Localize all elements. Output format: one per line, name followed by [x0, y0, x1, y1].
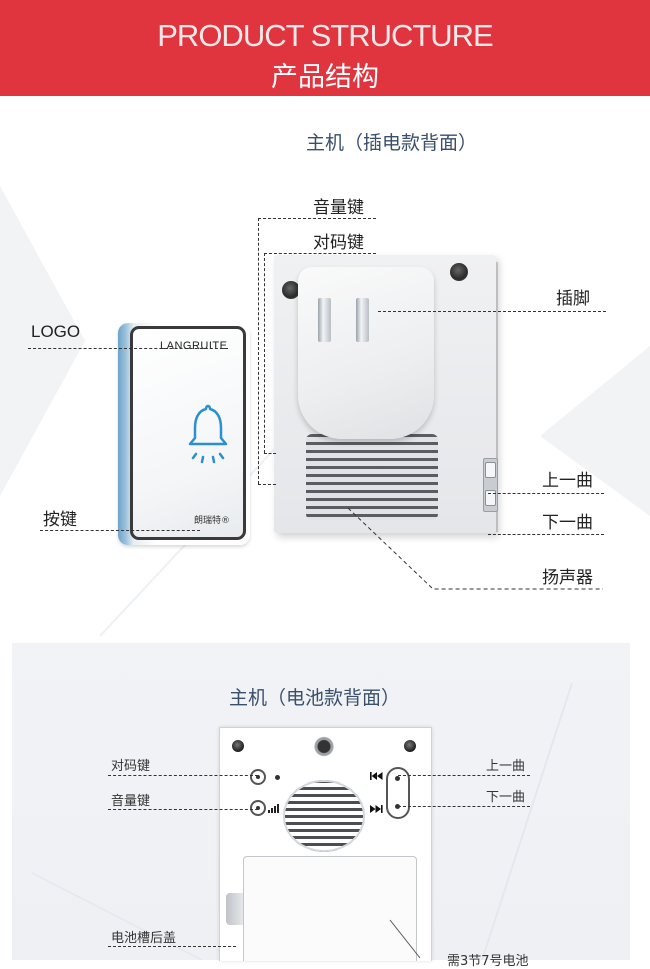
- leader-pair-h: [264, 253, 376, 254]
- label-speaker: 扬声器: [542, 568, 593, 588]
- label2-volume-key: 音量键: [111, 794, 151, 809]
- leader2-prev-track: [398, 775, 530, 776]
- deco-left-triangle: [0, 186, 85, 496]
- leader-volume-v: [258, 218, 259, 484]
- remote-button-face: [130, 326, 246, 540]
- unit-screw-hole-right: [450, 263, 468, 281]
- next-track-dot: [395, 804, 400, 809]
- prev-track-switch[interactable]: [485, 462, 496, 478]
- label-prongs: 插脚: [556, 289, 590, 309]
- leader-next-track: [488, 534, 604, 535]
- leader-pair-v: [264, 253, 265, 453]
- header-banner: PRODUCT STRUCTURE 产品结构: [0, 0, 650, 96]
- battery-cover-tab[interactable]: [226, 893, 246, 925]
- label-pair-key: 对码键: [313, 233, 364, 253]
- pair-indicator-dot: [275, 775, 280, 780]
- label-next-track: 下一曲: [542, 513, 593, 533]
- section1-subtitle: 主机（插电款背面）: [306, 132, 478, 154]
- remote-brand-cn: 朗瑞特®: [194, 516, 231, 526]
- plug-pin-right: [356, 298, 369, 342]
- leader2-next-track: [398, 806, 530, 807]
- label-volume-key: 音量键: [313, 198, 364, 218]
- next-track-icon: [370, 805, 383, 813]
- banner-title-cn: 产品结构: [271, 62, 379, 93]
- leader-prev-track: [488, 493, 604, 494]
- leader-pair-end: [264, 453, 276, 454]
- label2-next-track: 下一曲: [486, 790, 526, 805]
- leader-logo: [28, 348, 228, 349]
- battery-screw-hole-left: [232, 740, 244, 752]
- battery-note-leader: [389, 919, 421, 959]
- next-track-switch[interactable]: [485, 490, 496, 506]
- leader-speaker: [347, 507, 603, 590]
- hanging-keyhole: [314, 736, 334, 766]
- remote-logo-text: LANGRUITE: [160, 340, 228, 352]
- speaker-grille: [306, 434, 438, 520]
- leader2-volume: [108, 809, 258, 810]
- deco-right-triangle: [540, 346, 650, 516]
- plug-block: [298, 267, 434, 439]
- leader-prongs: [378, 311, 606, 312]
- label2-pair-key: 对码键: [111, 759, 151, 774]
- bell-icon: [188, 404, 228, 464]
- battery-cover[interactable]: [243, 856, 417, 961]
- leader-volume-h: [258, 218, 376, 219]
- leader-press-key: [40, 530, 200, 531]
- leader2-battery-cover: [108, 946, 236, 947]
- battery-speaker-grille: [283, 780, 365, 852]
- section2-decoration: [31, 682, 573, 960]
- battery-screw-hole-right: [404, 740, 416, 752]
- prev-track-dot: [395, 776, 400, 781]
- prev-track-icon: [370, 772, 383, 780]
- leader-volume-end: [258, 484, 276, 485]
- label-prev-track: 上一曲: [542, 471, 593, 491]
- volume-bars-icon: [268, 804, 279, 813]
- plug-pin-left: [318, 298, 331, 342]
- label-logo: LOGO: [31, 322, 81, 341]
- section2-subtitle: 主机（电池款背面）: [229, 687, 401, 709]
- battery-volume-button[interactable]: [250, 800, 266, 816]
- label2-prev-track: 上一曲: [486, 759, 526, 774]
- leader2-pair: [108, 775, 258, 776]
- label-press-key: 按键: [43, 510, 77, 530]
- banner-title-en: PRODUCT STRUCTURE: [157, 18, 494, 53]
- unit-screw-hole-left: [282, 281, 300, 299]
- battery-pair-button[interactable]: [250, 769, 266, 785]
- label2-battery-cover: 电池槽后盖: [111, 931, 177, 946]
